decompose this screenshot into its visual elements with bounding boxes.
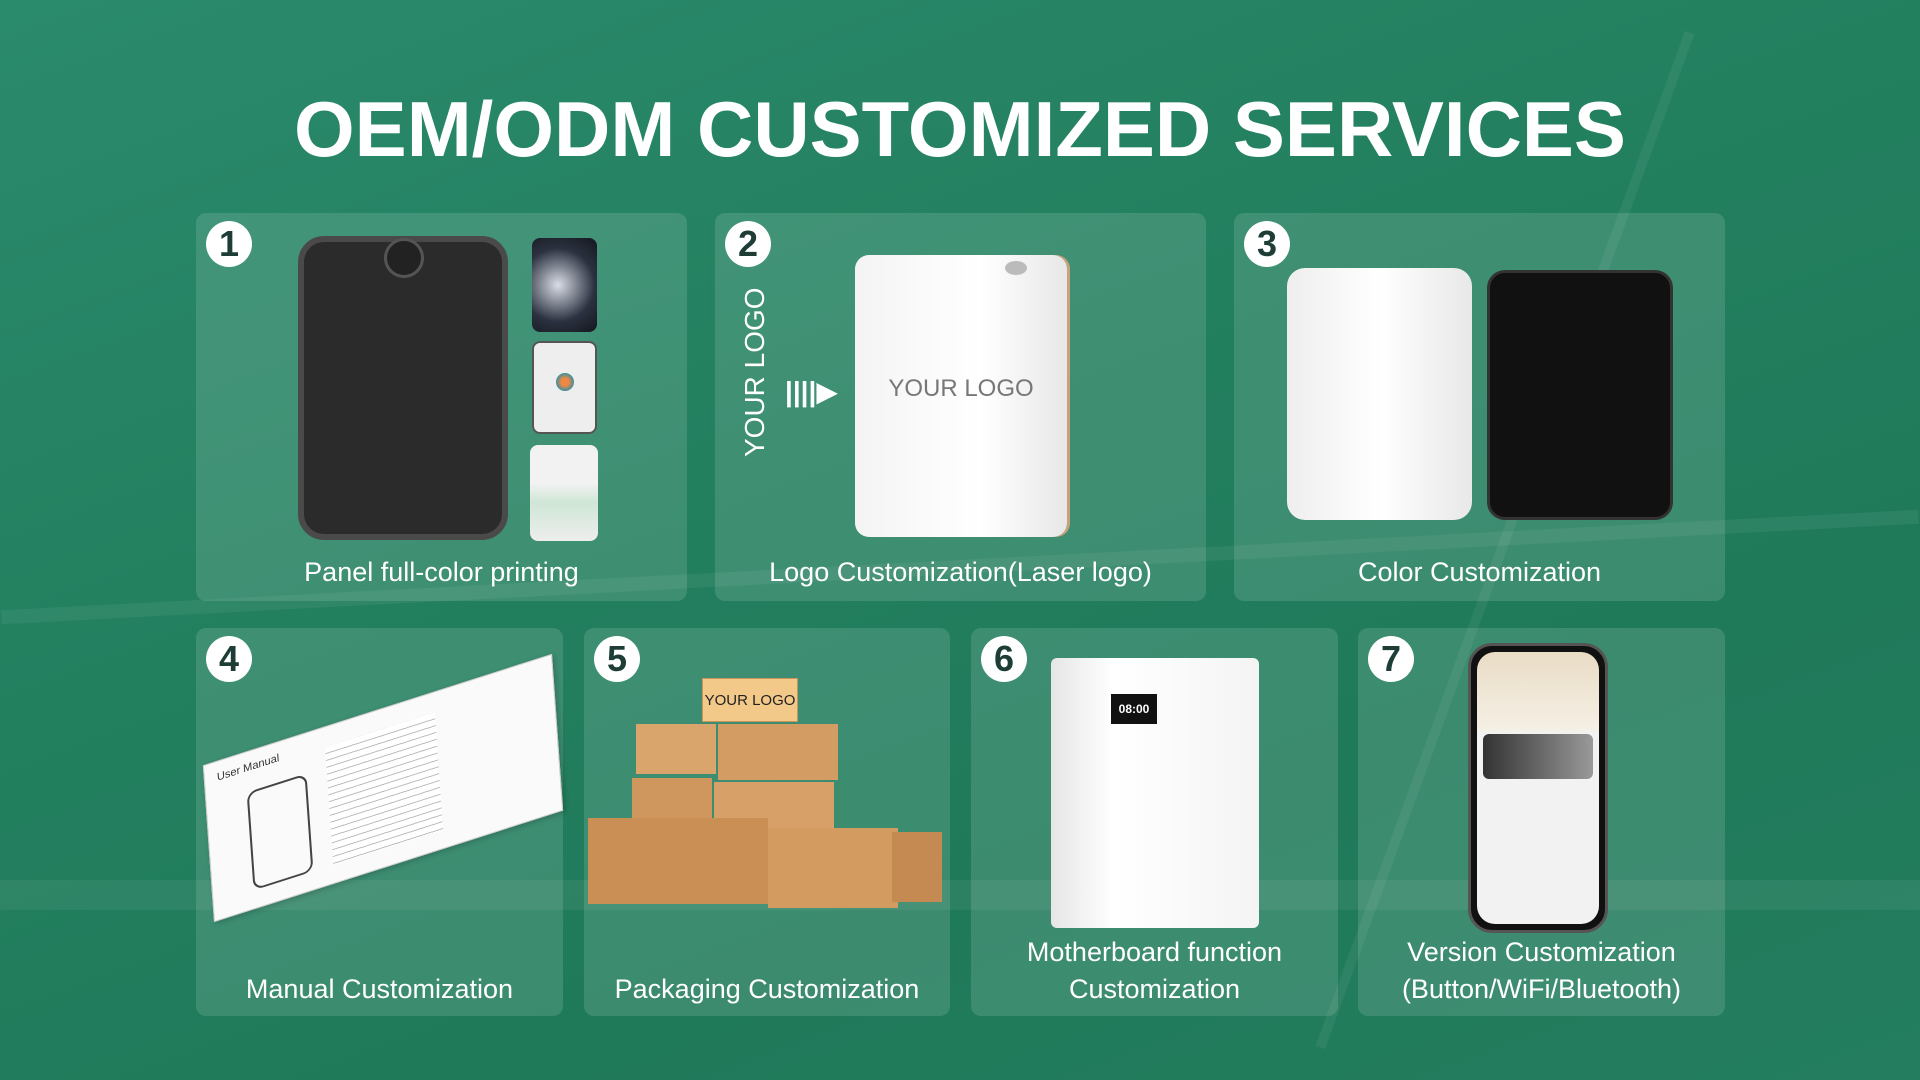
label-line-1: Version Customization <box>1407 937 1676 967</box>
arrow-right-icon: ||||▶ <box>785 376 838 407</box>
white-diffuser-image <box>1287 268 1472 520</box>
card-label: Logo Customization(Laser logo) <box>769 557 1152 587</box>
step-number: 2 <box>725 221 771 267</box>
boxes-image: YOUR LOGO <box>588 678 958 928</box>
step-number: 7 <box>1368 636 1414 682</box>
label-line-1: Motherboard function <box>1026 937 1283 967</box>
box-logo: YOUR LOGO <box>702 678 798 722</box>
user-manual-image: User Manual <box>202 653 564 923</box>
card-logo-customization: 2 YOUR LOGO ||||▶ YOUR LOGO Logo Customi… <box>715 213 1206 601</box>
step-number: 6 <box>981 636 1027 682</box>
step-number: 4 <box>206 636 252 682</box>
label-line-2: (Button/WiFi/Bluetooth) <box>1401 974 1682 1004</box>
card-color-customization: 3 Color Customization <box>1234 213 1725 601</box>
smartphone-app-image <box>1468 643 1608 933</box>
card-label: Panel full-color printing <box>304 557 579 587</box>
printed-panel-flower-dark <box>532 238 597 332</box>
card-label: Manual Customization <box>245 974 514 1004</box>
device-logo-text: YOUR LOGO <box>888 375 1034 402</box>
card-label: Color Customization <box>1357 557 1602 587</box>
card-motherboard-customization: 6 08:00 Motherboard function Customizati… <box>971 628 1338 1016</box>
card-packaging-customization: 5 YOUR LOGO Packaging Customization <box>584 628 950 1016</box>
card-label: Packaging Customization <box>614 974 920 1004</box>
manual-title: User Manual <box>216 752 280 784</box>
step-number: 5 <box>594 636 640 682</box>
card-label: Motherboard function Customization <box>971 934 1338 1008</box>
diffuser-with-display-image: 08:00 <box>1051 658 1259 928</box>
card-version-customization: 7 Version Customization (Button/WiFi/Blu… <box>1358 628 1725 1016</box>
step-number: 1 <box>206 221 252 267</box>
card-label: Version Customization (Button/WiFi/Bluet… <box>1358 934 1725 1008</box>
lcd-display: 08:00 <box>1111 694 1157 724</box>
card-manual-customization: 4 User Manual Manual Customization <box>196 628 564 1016</box>
vertical-logo-text: YOUR LOGO <box>739 287 770 457</box>
black-diffuser-image <box>1487 270 1673 520</box>
card-panel-printing: 1 Panel full-color printing <box>196 213 687 601</box>
printed-panel-plants <box>530 445 598 541</box>
black-diffuser-image <box>298 236 508 540</box>
label-line-2: Customization <box>1068 974 1241 1004</box>
page-title: OEM/ODM CUSTOMIZED SERVICES <box>294 85 1626 173</box>
white-diffuser-image: YOUR LOGO <box>855 255 1067 537</box>
step-number: 3 <box>1244 221 1290 267</box>
printed-panel-flower-light <box>532 341 597 434</box>
